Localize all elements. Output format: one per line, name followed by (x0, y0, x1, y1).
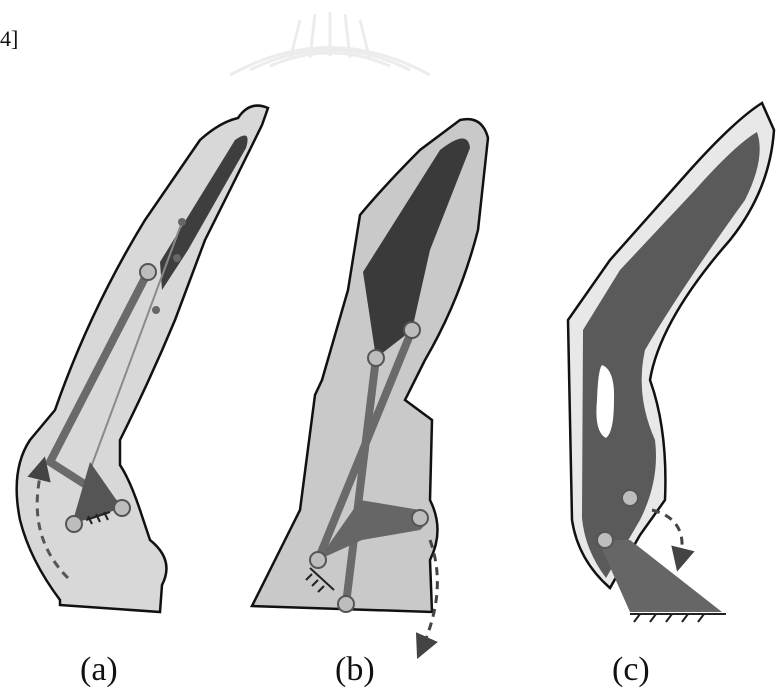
watermark-emblem (230, 12, 430, 75)
panel-c-joint-upper (622, 490, 638, 506)
panel-b-joint-3 (412, 510, 428, 526)
panel-c-finger (568, 103, 774, 622)
panel-c-label: (c) (612, 651, 650, 688)
panel-a-label: (a) (80, 651, 118, 688)
panel-b-joint-2 (368, 350, 384, 366)
panel-b-joint-5 (338, 596, 354, 612)
panel-a-pin-1 (178, 218, 186, 226)
panel-a-finger (17, 106, 268, 612)
panel-a-joint-top (140, 264, 156, 280)
panel-b-joint-4 (310, 552, 326, 568)
panel-a-pin-2 (173, 254, 181, 262)
reference-tag: 4] (0, 26, 18, 51)
panel-c-rotation-arrow (652, 510, 682, 560)
panel-b-label: (b) (335, 651, 375, 688)
panel-c-ground-hatch (630, 614, 726, 622)
panel-a-joint-base (66, 516, 82, 532)
panel-a-joint-right (114, 500, 130, 516)
panel-b-joint-1 (404, 322, 420, 338)
panel-c-base-link (598, 540, 722, 612)
panel-c-joint-base (597, 532, 613, 548)
panel-a-pin-3 (152, 306, 160, 314)
panel-b-finger (252, 119, 488, 648)
panel-a-finger-body (17, 106, 268, 612)
